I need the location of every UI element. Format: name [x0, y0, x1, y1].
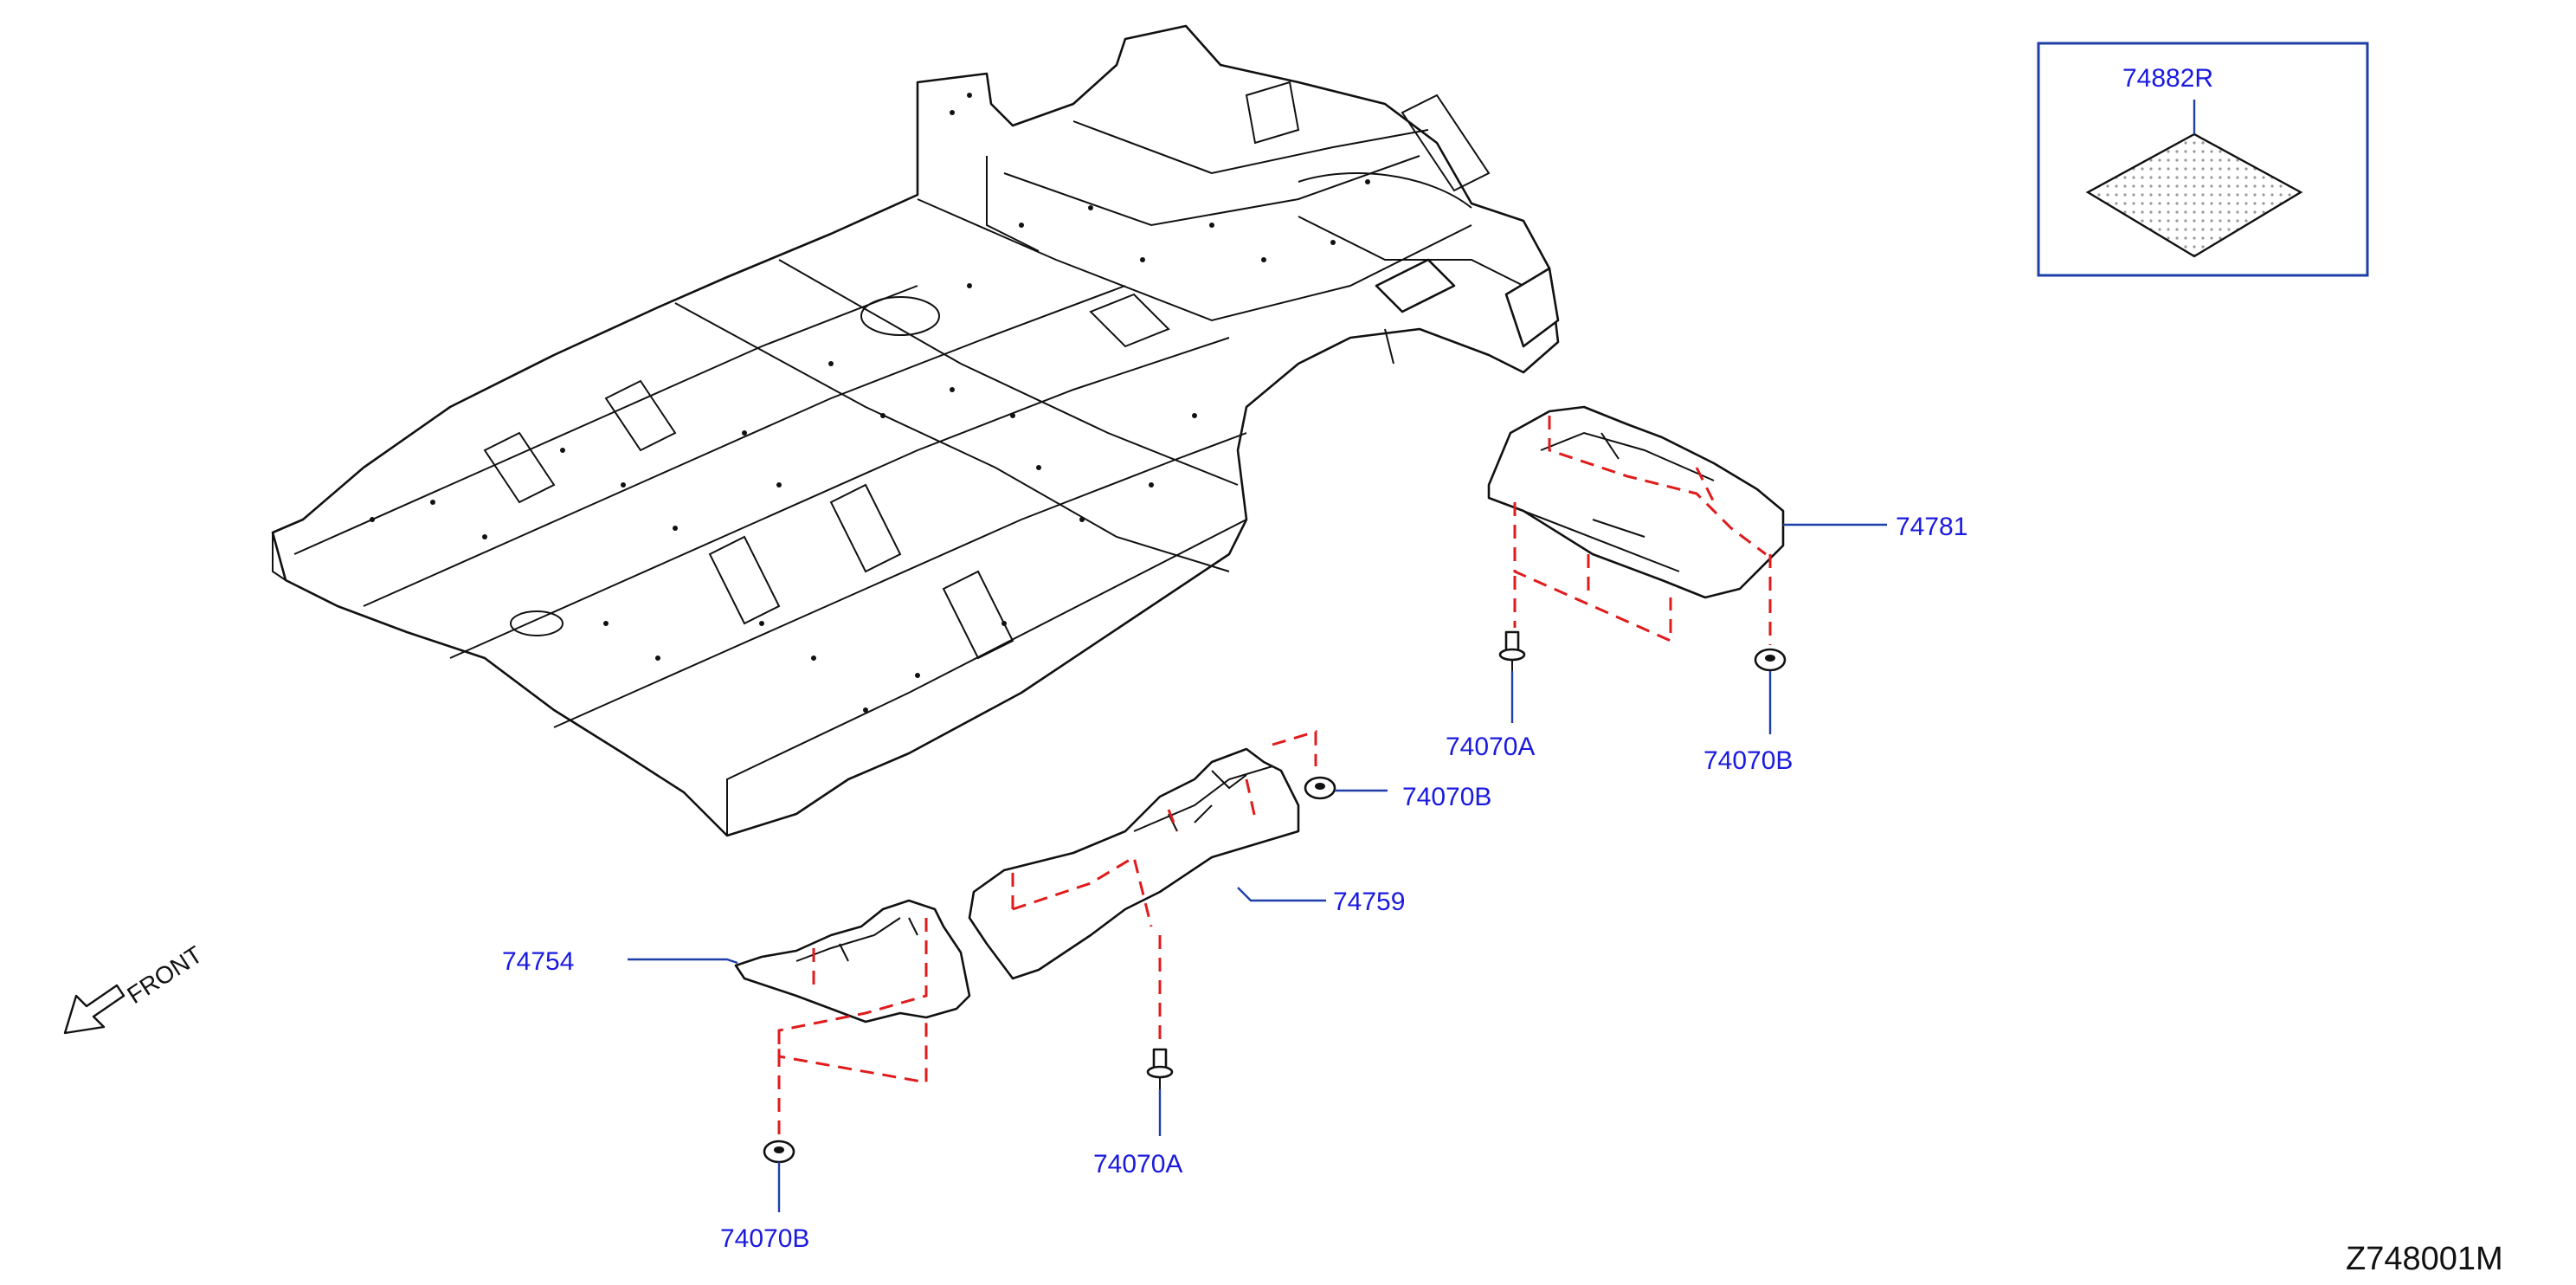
callout-74070B-right: 74070B	[1703, 746, 1793, 775]
part-74781-illustration	[1487, 405, 1785, 645]
part-74759-illustration	[968, 729, 1317, 1039]
callout-74754: 74754	[502, 947, 574, 976]
callout-74070B-mid: 74070B	[1402, 783, 1491, 811]
floor-panel-illustration	[271, 24, 1560, 837]
callout-74759: 74759	[1333, 888, 1405, 916]
front-label: FRONT	[122, 941, 207, 1010]
callout-74070A-bottom: 74070A	[1093, 1150, 1182, 1178]
part-74754-illustration	[734, 899, 971, 1134]
front-arrow-icon	[63, 984, 126, 1035]
grommet-74070B-mid-icon	[1304, 776, 1336, 800]
inset-box	[2037, 42, 2369, 277]
callout-74882R: 74882R	[2122, 64, 2213, 93]
leader-lines	[628, 523, 1887, 1212]
front-arrow: FRONT	[63, 941, 207, 1035]
diagram-code: Z748001M	[2346, 1241, 2503, 1277]
insulator-pad-icon	[2085, 132, 2303, 258]
callout-74070A-right: 74070A	[1446, 733, 1535, 761]
callout-74781: 74781	[1896, 513, 1967, 541]
clip-74070A-bottom-icon	[1146, 1048, 1174, 1089]
grommet-74070B-bottom-icon	[763, 1140, 795, 1164]
callout-74070B-bottom: 74070B	[720, 1224, 809, 1253]
grommet-74070B-right-icon	[1754, 648, 1787, 672]
clip-74070A-right-icon	[1498, 630, 1526, 671]
